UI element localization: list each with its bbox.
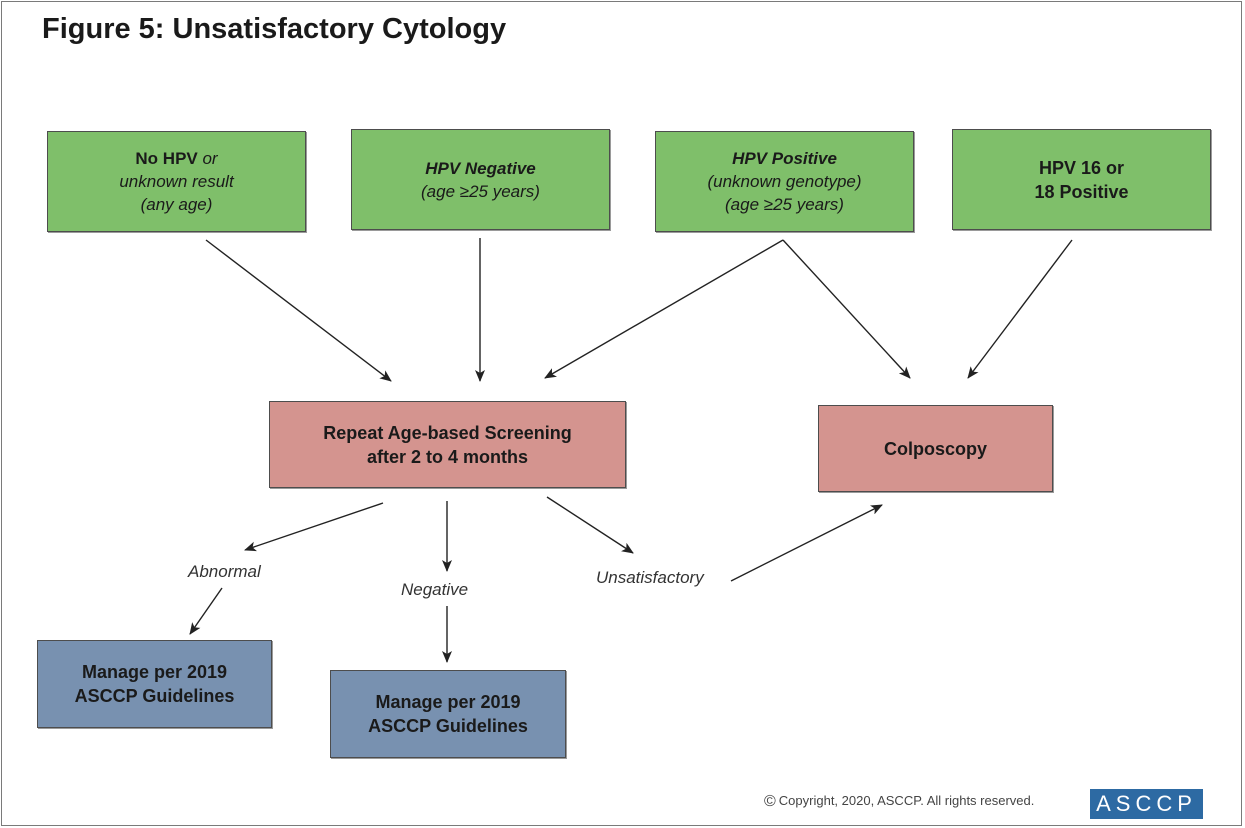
node-manage-negative-line1: Manage per 2019 [375,692,521,712]
arrow-hpv-positive-to-repeat [544,239,784,379]
node-hpv-negative-line1: HPV Negative [425,158,536,178]
node-colposcopy-label: Colposcopy [883,438,987,459]
edge-label-unsatisfactory: Unsatisfactory [596,568,704,587]
arrow-repeat-to-unsatisfactory [546,496,634,554]
node-hpv-positive-line1: HPV Positive [732,149,837,168]
node-manage-abnormal: Manage per 2019 ASCCP Guidelines [37,640,272,728]
page-title: Figure 5: Unsatisfactory Cytology [42,13,507,45]
node-manage-negative-line2: ASCCP Guidelines [368,716,528,736]
node-hpv-16-18: HPV 16 or 18 Positive [952,129,1211,230]
asccp-logo: ASCCP [1090,789,1203,819]
node-repeat-screening-line1: Repeat Age-based Screening [323,422,572,443]
node-no-hpv-line1-italic: or [197,149,218,168]
node-manage-abnormal-line2: ASCCP Guidelines [74,686,235,706]
node-repeat-screening-line2: after 2 to 4 months [366,446,529,467]
node-hpv-16-18-line2: 18 Positive [1034,181,1129,202]
arrow-no-hpv-to-repeat [205,239,392,382]
arrow-abnormal-to-manage [189,587,223,635]
node-manage-negative: Manage per 2019 ASCCP Guidelines [330,670,566,758]
node-hpv-negative-line2: (age ≥25 years) [421,181,540,201]
node-hpv-positive: HPV Positive (unknown genotype) (age ≥25… [655,131,914,232]
node-hpv-negative: HPV Negative (age ≥25 years) [351,129,610,230]
node-manage-abnormal-line1: Manage per 2019 [81,662,228,682]
node-colposcopy: Colposcopy [818,405,1053,492]
arrow-repeat-to-abnormal [244,502,384,552]
arrow-unsatisfactory-to-colposcopy [730,504,883,582]
edge-label-negative: Negative [401,580,469,599]
node-hpv-16-18-line1: HPV 16 or [1038,157,1125,178]
node-hpv-positive-line2: (unknown genotype) [707,172,862,191]
copyright-icon: © [764,793,776,810]
node-no-hpv: No HPV or unknown result (any age) [47,131,306,232]
node-no-hpv-line3: (any age) [140,195,213,214]
node-no-hpv-line1: No HPV [135,149,198,168]
node-hpv-positive-line3: (age ≥25 years) [725,195,844,214]
arrow-hpv-16-18-to-colposcopy [967,239,1073,379]
node-no-hpv-line2: unknown result [119,172,234,191]
node-repeat-screening: Repeat Age-based Screening after 2 to 4 … [269,401,626,488]
arrow-hpv-positive-to-colposcopy [782,239,911,379]
edge-label-abnormal: Abnormal [188,562,261,581]
copyright-notice: ©Copyright, 2020, ASCCP. All rights rese… [764,793,1034,811]
copyright-text: Copyright, 2020, ASCCP. All rights reser… [778,793,1035,808]
